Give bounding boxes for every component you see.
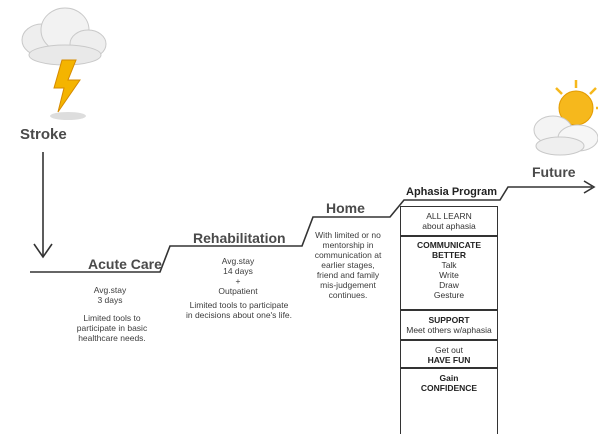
rehabilitation-stay: Avg.stay 14 days + Outpatient: [203, 256, 273, 296]
rehabilitation-plus: +: [235, 276, 241, 286]
acute-care-stay-days: 3 days: [97, 295, 123, 305]
acute-care-title: Acute Care: [88, 256, 162, 272]
rehabilitation-note: Limited tools to participate in decision…: [180, 300, 298, 320]
acute-care-stay: Avg.stay 3 days: [70, 285, 150, 305]
communicate-item: Gesture: [433, 290, 465, 300]
confidence-box: Gain CONFIDENCE: [400, 368, 498, 434]
rehabilitation-note-line: in decisions about one's life.: [185, 310, 293, 320]
acute-care-note-line: Limited tools to: [83, 313, 141, 323]
home-note-line: With limited or no: [315, 230, 381, 240]
home-note-line: friend and family: [316, 270, 380, 280]
future-arrowhead: [583, 180, 596, 194]
home-note-line: earlier stages,: [321, 260, 375, 270]
communicate-heading: COMMUNICATE: [416, 240, 482, 250]
acute-care-stay-label: Avg.stay: [93, 285, 127, 295]
support-heading: SUPPORT: [428, 315, 470, 325]
stroke-label: Stroke: [20, 126, 67, 143]
communicate-item: Draw: [439, 280, 459, 290]
communicate-item: Write: [439, 270, 459, 280]
have-fun-box: Get out HAVE FUN: [400, 340, 498, 368]
confidence-pre: Gain: [439, 373, 459, 383]
confidence-heading: CONFIDENCE: [420, 383, 478, 393]
rehabilitation-stay-label: Avg.stay: [221, 256, 255, 266]
acute-care-note-line: participate in basic: [76, 323, 148, 333]
rehabilitation-note-line: Limited tools to participate: [189, 300, 289, 310]
journey-staircase-line: [30, 186, 592, 273]
rehabilitation-outpatient: Outpatient: [218, 286, 258, 296]
all-learn-text: about aphasia: [422, 221, 476, 231]
acute-care-note: Limited tools to participate in basic he…: [66, 313, 158, 343]
rehabilitation-stay-days: 14 days: [223, 266, 253, 276]
communicate-better-box: COMMUNICATE BETTER Talk Write Draw Gestu…: [400, 236, 498, 310]
down-arrow: [33, 152, 53, 259]
home-note-line: communication at: [314, 250, 382, 260]
bolt-shadow: [50, 112, 86, 120]
home-note-line: continues.: [328, 290, 368, 300]
acute-care-note-line: healthcare needs.: [78, 333, 146, 343]
home-note: With limited or no mentorship in communi…: [308, 230, 388, 300]
support-text: Meet others w/aphasia: [406, 325, 492, 335]
future-label: Future: [532, 164, 576, 180]
all-learn-box: ALL LEARN about aphasia: [400, 206, 498, 236]
communicate-heading: BETTER: [432, 250, 466, 260]
sun-cloud-icon: [533, 80, 598, 156]
storm-cloud-icon: [21, 7, 107, 66]
home-title: Home: [326, 200, 365, 216]
support-box: SUPPORT Meet others w/aphasia: [400, 310, 498, 340]
communicate-item: Talk: [441, 260, 457, 270]
have-fun-heading: HAVE FUN: [427, 355, 471, 365]
lightning-bolt-icon: [53, 59, 81, 113]
home-note-line: mis-judgement: [320, 280, 376, 290]
all-learn-heading: ALL LEARN: [426, 211, 472, 221]
home-note-line: mentorship in: [322, 240, 374, 250]
rehabilitation-title: Rehabilitation: [193, 230, 286, 246]
aphasia-program-title: Aphasia Program: [406, 186, 498, 198]
have-fun-pre: Get out: [435, 345, 463, 355]
